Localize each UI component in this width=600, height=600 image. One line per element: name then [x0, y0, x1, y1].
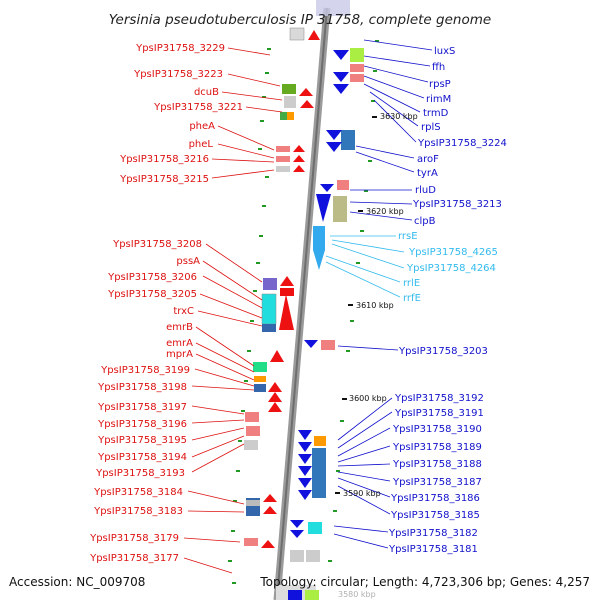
gene-label[interactable]: rplS	[421, 122, 441, 133]
gene-label[interactable]: YpsIP31758_3189	[392, 442, 482, 453]
gene-features	[244, 27, 364, 600]
rna-gene-label[interactable]: rrfE	[403, 293, 421, 304]
gene-label[interactable]: YpsIP31758_3194	[97, 452, 187, 463]
gene-label[interactable]: YpsIP31758_3197	[97, 402, 187, 413]
map-title: Yersinia pseudotuberculosis IP 31758, co…	[109, 12, 491, 28]
scale-tick-label: 3590 kbp	[343, 489, 381, 498]
gene-label[interactable]: rpsP	[429, 79, 451, 90]
gene-label[interactable]: YpsIP31758_3193	[95, 468, 185, 479]
gene-label[interactable]: trxC	[173, 306, 194, 317]
scale-tick-marks	[335, 116, 377, 494]
gene-label[interactable]: trmD	[423, 108, 449, 119]
rna-gene-label[interactable]: rrlE	[403, 278, 420, 289]
gene-label[interactable]: YpsIP31758_3187	[392, 477, 482, 488]
right-gene-labels: luxS ffh rpsP rimM trmD rplS YpsIP31758_…	[388, 46, 507, 555]
gene-label[interactable]: YpsIP31758_3196	[97, 419, 187, 430]
gene-label[interactable]: ffh	[432, 62, 445, 73]
rna-leader-lines	[325, 235, 405, 298]
scale-tick-label: 3630 kbp	[380, 112, 418, 121]
gene-label[interactable]: YpsIP31758_3223	[133, 69, 223, 80]
gene-label[interactable]: rluD	[415, 185, 436, 196]
gene-label[interactable]: YpsIP31758_3177	[89, 553, 179, 564]
gene-label[interactable]: YpsIP31758_3188	[392, 459, 482, 470]
gene-label[interactable]: YpsIP31758_3216	[119, 154, 209, 165]
gene-label[interactable]: YpsIP31758_3198	[97, 382, 187, 393]
gene-label[interactable]: clpB	[414, 216, 436, 227]
gene-label[interactable]: pheA	[189, 121, 215, 132]
right-leader-lines	[333, 39, 433, 549]
gene-label[interactable]: YpsIP31758_3203	[398, 346, 488, 357]
gene-label[interactable]: YpsIP31758_3205	[107, 289, 197, 300]
gene-label[interactable]: YpsIP31758_3179	[89, 533, 179, 544]
rna-gene-label[interactable]: YpsIP31758_4264	[406, 263, 496, 274]
gene-label[interactable]: pssA	[176, 256, 200, 267]
inner-track-ticks	[228, 40, 379, 584]
gene-label[interactable]: YpsIP31758_3190	[392, 424, 482, 435]
gene-label[interactable]: YpsIP31758_3229	[135, 43, 225, 54]
gene-label[interactable]: YpsIP31758_3185	[390, 510, 480, 521]
gene-label[interactable]: YpsIP31758_3224	[417, 138, 507, 149]
gene-label[interactable]: YpsIP31758_3215	[119, 174, 209, 185]
gene-label[interactable]: YpsIP31758_3186	[390, 493, 480, 504]
scale-tick-label: 3610 kbp	[356, 301, 394, 310]
gene-label[interactable]: YpsIP31758_3181	[388, 544, 478, 555]
gene-label[interactable]: luxS	[434, 46, 455, 57]
gene-label[interactable]: YpsIP31758_3182	[388, 528, 478, 539]
gene-label[interactable]: dcuB	[194, 87, 219, 98]
gene-label[interactable]: YpsIP31758_3206	[107, 272, 197, 283]
left-gene-labels: YpsIP31758_3229 YpsIP31758_3223 dcuB Yps…	[89, 43, 243, 564]
gene-label[interactable]: YpsIP31758_3183	[93, 506, 183, 517]
gene-label[interactable]: pheL	[189, 139, 214, 150]
gene-label[interactable]: YpsIP31758_3221	[153, 102, 243, 113]
gene-label[interactable]: tyrA	[417, 168, 438, 179]
gene-label[interactable]: mprA	[166, 349, 193, 360]
rna-gene-label[interactable]: rrsE	[398, 231, 418, 242]
gene-label[interactable]: emrA	[166, 338, 193, 349]
left-leader-lines	[183, 47, 283, 574]
gene-label[interactable]: rimM	[426, 94, 451, 105]
gene-label[interactable]: emrB	[166, 322, 193, 333]
gene-label[interactable]: YpsIP31758_3192	[394, 393, 484, 404]
scale-tick-label: 3600 kbp	[349, 394, 387, 403]
rna-gene-labels: rrsE YpsIP31758_4265 YpsIP31758_4264 rrl…	[398, 231, 498, 304]
scale-tick-label: 3620 kbp	[366, 207, 404, 216]
topology-text: Topology: circular; Length: 4,723,306 bp…	[259, 575, 590, 589]
gene-label[interactable]: YpsIP31758_3195	[97, 435, 187, 446]
scale-tick-label: 3580 kbp	[338, 590, 376, 599]
gene-label[interactable]: YpsIP31758_3208	[112, 239, 202, 250]
accession-text: Accession: NC_009708	[9, 575, 145, 589]
gene-label[interactable]: aroF	[417, 154, 439, 165]
gene-label[interactable]: YpsIP31758_3199	[100, 365, 190, 376]
gene-label[interactable]: YpsIP31758_3191	[394, 408, 484, 419]
gene-label[interactable]: YpsIP31758_3184	[93, 487, 183, 498]
rna-gene-label[interactable]: YpsIP31758_4265	[408, 247, 498, 258]
gene-label[interactable]: YpsIP31758_3213	[412, 199, 502, 210]
